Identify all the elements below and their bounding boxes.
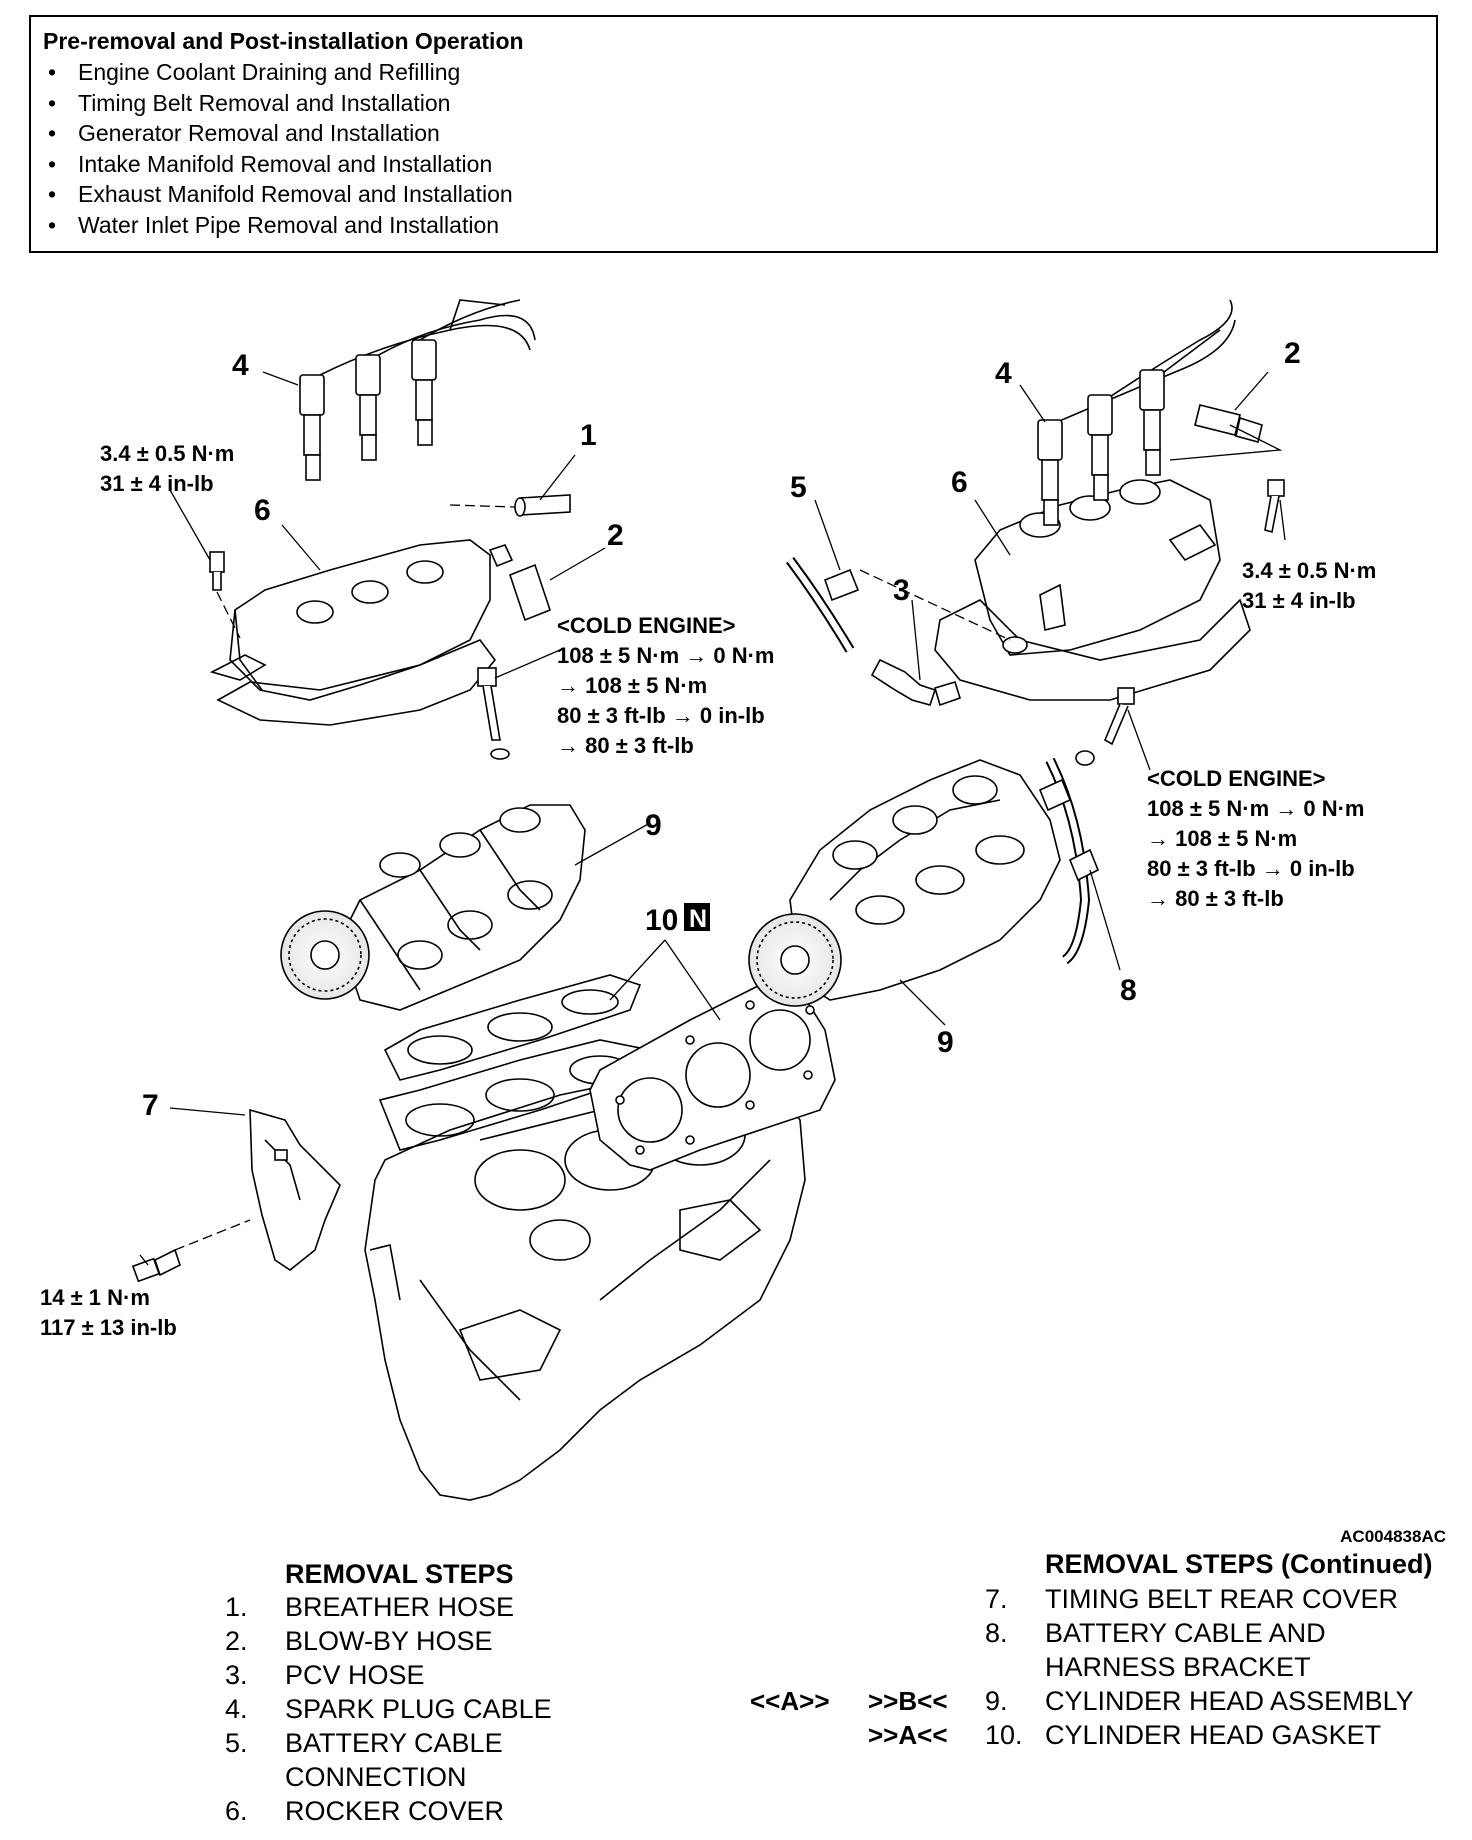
step-label: BREATHER HOSE bbox=[285, 1592, 515, 1622]
cylinder-head-right bbox=[748, 759, 1061, 1007]
step-label: SPARK PLUG CABLE bbox=[285, 1694, 552, 1724]
cold-engine-left-line3: 80 ± 3 ft-lb → 0 in-lb bbox=[557, 703, 765, 728]
cylinder-head-gasket-right bbox=[589, 984, 836, 1171]
callout-5: 5 bbox=[790, 471, 807, 504]
step-label: PCV HOSE bbox=[285, 1660, 425, 1690]
torque-bracket-inlb: 117 ± 13 in-lb bbox=[40, 1315, 177, 1340]
step-number: 3. bbox=[225, 1660, 248, 1690]
step-label: CYLINDER HEAD GASKET bbox=[1045, 1720, 1382, 1750]
step-number: 6. bbox=[225, 1796, 248, 1826]
step-number: 9. bbox=[985, 1686, 1008, 1716]
blow-by-hose-right-leader bbox=[1169, 424, 1283, 461]
callout-4-left: 4 bbox=[232, 349, 249, 382]
callout-9-right: 9 bbox=[937, 1026, 954, 1059]
cold-engine-right-heading: <COLD ENGINE> bbox=[1147, 766, 1325, 791]
spark-plug-cables-right bbox=[1037, 299, 1236, 526]
step-number: 1. bbox=[225, 1592, 248, 1622]
torque-right-cover-inlb: 31 ± 4 in-lb bbox=[1242, 588, 1356, 613]
cold-engine-right-line3: 80 ± 3 ft-lb → 0 in-lb bbox=[1147, 856, 1355, 881]
right-head-bolt-icon bbox=[1075, 687, 1135, 766]
step-number: 8. bbox=[985, 1618, 1008, 1648]
callout-1: 1 bbox=[580, 419, 597, 452]
callout-10: 10 bbox=[645, 904, 678, 937]
step-label: CONNECTION bbox=[285, 1762, 467, 1792]
cold-engine-right-line4: → 80 ± 3 ft-lb bbox=[1147, 886, 1284, 911]
step-label: TIMING BELT REAR COVER bbox=[1045, 1584, 1399, 1614]
left-cover-bolt-icon bbox=[209, 551, 225, 591]
pre-removal-item: Engine Coolant Draining and Refilling bbox=[43, 57, 1424, 88]
pcv-hose bbox=[870, 658, 961, 707]
callout-7: 7 bbox=[142, 1089, 159, 1122]
pre-removal-item: Timing Belt Removal and Installation bbox=[43, 88, 1424, 119]
rocker-cover-left bbox=[209, 539, 497, 726]
pre-removal-list: Engine Coolant Draining and Refilling Ti… bbox=[43, 57, 1424, 240]
new-part-badge-letter: N bbox=[689, 905, 707, 933]
pre-removal-title: Pre-removal and Post-installation Operat… bbox=[43, 28, 524, 54]
pre-removal-item: Intake Manifold Removal and Installation bbox=[43, 149, 1424, 180]
right-cover-bolt-icon bbox=[1264, 479, 1285, 534]
callout-leaders bbox=[139, 371, 1286, 1266]
step-label: CYLINDER HEAD ASSEMBLY bbox=[1045, 1686, 1414, 1716]
torque-right-cover-nm: 3.4 ± 0.5 N·m bbox=[1242, 558, 1376, 583]
pre-removal-item: Generator Removal and Installation bbox=[43, 118, 1424, 149]
torque-left-cover-nm: 3.4 ± 0.5 N·m bbox=[100, 441, 234, 466]
step-label: BATTERY CABLE bbox=[285, 1728, 503, 1758]
step-label: ROCKER COVER bbox=[285, 1796, 505, 1826]
pre-removal-item: Water Inlet Pipe Removal and Installatio… bbox=[43, 210, 1424, 241]
cylinder-head-left bbox=[280, 804, 586, 1011]
removal-steps-heading: REMOVAL STEPS bbox=[285, 1559, 514, 1589]
callout-2-right: 2 bbox=[1284, 337, 1301, 370]
spark-plug-cables-left bbox=[299, 299, 536, 481]
step-label: HARNESS BRACKET bbox=[1045, 1652, 1311, 1682]
step-label: BATTERY CABLE AND bbox=[1045, 1618, 1326, 1648]
step-label: BLOW-BY HOSE bbox=[285, 1626, 493, 1656]
torque-left-cover-inlb: 31 ± 4 in-lb bbox=[100, 471, 214, 496]
step-number: 5. bbox=[225, 1728, 248, 1758]
cold-engine-right-line1: 108 ± 5 N·m → 0 N·m bbox=[1147, 796, 1364, 821]
battery-cable-leader bbox=[859, 569, 1011, 641]
new-part-badge: N bbox=[684, 903, 710, 933]
step-number: 4. bbox=[225, 1694, 248, 1724]
timing-belt-rear-cover bbox=[249, 1108, 341, 1271]
step-number: 10. bbox=[985, 1720, 1023, 1750]
cold-engine-left-line2: → 108 ± 5 N·m bbox=[557, 673, 707, 698]
cold-engine-left-line4: → 80 ± 3 ft-lb bbox=[557, 733, 694, 758]
installation-mark-a: >>A<< bbox=[868, 1720, 948, 1750]
callout-9-left: 9 bbox=[645, 809, 662, 842]
pre-removal-item: Exhaust Manifold Removal and Installatio… bbox=[43, 179, 1424, 210]
cold-engine-left-line1: 108 ± 5 N·m → 0 N·m bbox=[557, 643, 774, 668]
breather-hose bbox=[514, 494, 571, 517]
callout-3: 3 bbox=[893, 574, 910, 607]
blow-by-hose bbox=[488, 544, 551, 622]
callout-6-left: 6 bbox=[254, 494, 271, 527]
cold-engine-left-heading: <COLD ENGINE> bbox=[557, 613, 735, 638]
breather-hose-leader bbox=[449, 504, 516, 508]
removal-mark-a: <<A>> bbox=[750, 1686, 830, 1716]
removal-steps-continued-heading: REMOVAL STEPS (Continued) bbox=[1045, 1549, 1433, 1579]
callout-2-left: 2 bbox=[607, 519, 624, 552]
cold-engine-right-line2: → 108 ± 5 N·m bbox=[1147, 826, 1297, 851]
figure-id: AC004838AC bbox=[1340, 1527, 1446, 1546]
step-number: 2. bbox=[225, 1626, 248, 1656]
blow-by-hose-right bbox=[1194, 404, 1263, 443]
installation-mark-b: >>B<< bbox=[868, 1686, 948, 1716]
bracket-bolt-leader bbox=[174, 1219, 251, 1251]
left-cover-bolt-leader bbox=[216, 591, 241, 639]
rocker-cover-right bbox=[934, 479, 1251, 701]
callout-6-right: 6 bbox=[951, 466, 968, 499]
bracket-bolt-icon bbox=[131, 1248, 181, 1283]
battery-cable-connection bbox=[785, 557, 860, 653]
torque-bracket-nm: 14 ± 1 N·m bbox=[40, 1285, 150, 1310]
pre-removal-box: Pre-removal and Post-installation Operat… bbox=[29, 15, 1438, 253]
left-head-bolt-icon bbox=[477, 667, 510, 760]
step-number: 7. bbox=[985, 1584, 1008, 1614]
callout-4-right: 4 bbox=[995, 357, 1012, 390]
callout-8: 8 bbox=[1120, 974, 1137, 1007]
